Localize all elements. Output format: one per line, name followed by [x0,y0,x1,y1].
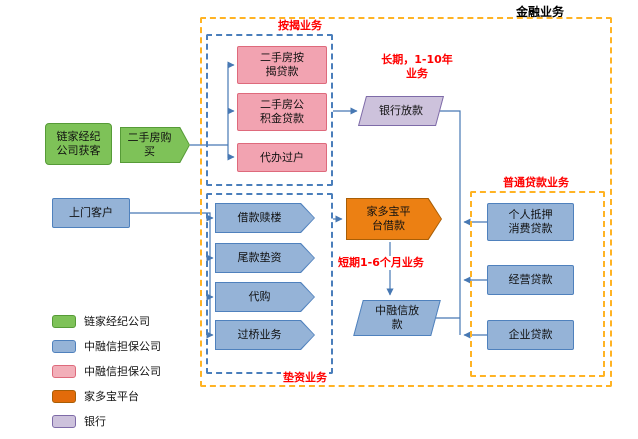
advance-group-box [206,193,333,374]
legend-item-zhongrongxin-pink: 中融信担保公司 [52,364,161,378]
financial-business-boundary [200,17,612,387]
legend-item-lianjia: 链家经纪公司 [52,314,150,328]
legend-item-bank: 银行 [52,414,106,428]
pentagon-fill [347,199,441,239]
node-bridge-business: 过桥业务 [215,320,315,350]
legend-label: 中融信担保公司 [84,340,161,353]
node-purchasing-agency: 代购 [215,282,315,312]
advance-group-label: 垫资业务 [281,371,329,385]
diagram-title: 金融业务 [516,5,565,19]
legend-label: 链家经纪公司 [84,315,150,328]
node-final-payment-advance: 尾款垫资 [215,243,315,273]
long-term-note: 长期，1-10年 业务 [378,53,456,81]
legend-label: 银行 [84,415,106,428]
node-label: 尾款垫资 [237,251,282,265]
legend-swatch-green [52,314,76,328]
node-zhongrongxin-lending: 中融信放 款 [353,300,441,336]
node-label: 借款赎楼 [237,211,282,225]
short-term-note: 短期1-6个月业务 [336,256,426,270]
ordinary-group-label: 普通贷款业务 [501,176,571,190]
legend-label: 家多宝平台 [84,390,139,403]
node-secondhand-purchase-arrow: 二手房购 买 [120,127,190,163]
mortgage-group-box [206,34,333,186]
node-label: 过桥业务 [237,328,282,342]
node-label: 二手房购 买 [127,131,172,158]
legend-item-zhongrongxin-blue: 中融信担保公司 [52,339,161,353]
node-jiaduobao-platform-loan: 家多宝平 台借款 [346,198,442,240]
node-secondhand-providentfund-loan: 二手房公 积金贷款 [237,93,327,131]
node-personal-mortgage-consumer-loan: 个人抵押 消费贷款 [487,203,574,241]
pentagon-fill [216,283,314,311]
legend-item-jiaduobao: 家多宝平台 [52,389,139,403]
node-walkin-customer: 上门客户 [52,198,130,228]
node-label: 银行放款 [379,104,423,118]
connector-bank-to-ordinary-junction [440,110,461,335]
node-secondhand-mortgage-loan: 二手房按 揭贷款 [237,46,327,84]
pentagon-fill [216,204,314,232]
mortgage-group-label: 按揭业务 [276,19,324,33]
node-loan-redemption: 借款赎楼 [215,203,315,233]
legend-swatch-purple [52,414,76,428]
node-bank-lending: 银行放款 [357,96,445,126]
ordinary-group-box [470,191,605,377]
legend-swatch-blue [52,339,76,353]
pentagon-fill [121,128,189,162]
pentagon-fill [216,244,314,272]
node-label: 家多宝平 台借款 [366,205,411,232]
legend-swatch-orange [52,389,76,403]
node-label: 中融信放 款 [375,304,419,331]
node-lianjia-customer-acquisition: 链家经纪 公司获客 [45,123,112,165]
legend-swatch-pink [52,364,76,378]
node-transfer-agency: 代办过户 [237,143,327,172]
pentagon-fill [216,321,314,349]
node-enterprise-loan: 企业贷款 [487,320,574,350]
node-business-loan: 经营贷款 [487,265,574,295]
legend-label: 中融信担保公司 [84,365,161,378]
node-label: 代购 [248,290,271,304]
